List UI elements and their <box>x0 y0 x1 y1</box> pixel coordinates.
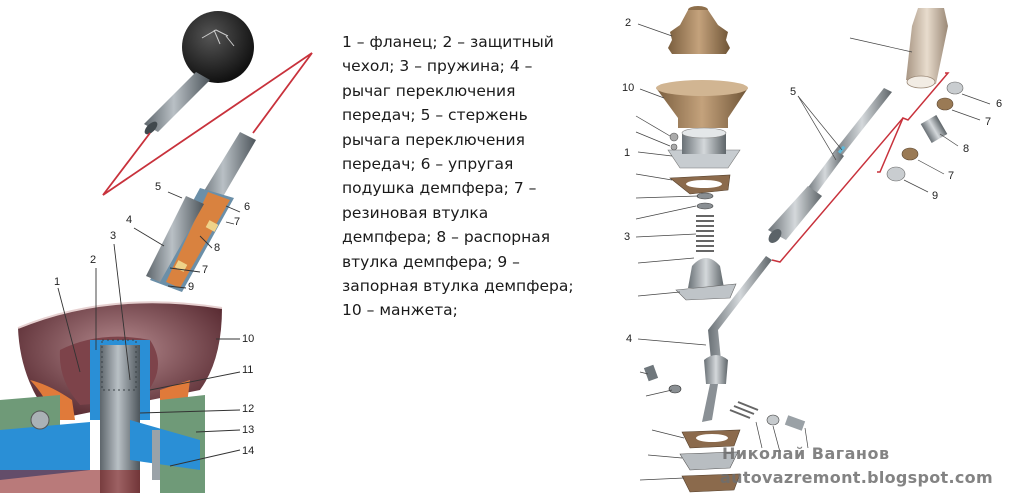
right-label-10: 10 <box>622 82 635 94</box>
shift-knob-icon <box>144 11 254 135</box>
shift-knob-icon <box>906 8 948 89</box>
caption-line: рычаг переключения <box>342 81 516 100</box>
left-label-11: 11 <box>242 364 254 376</box>
gasket-icon <box>669 174 731 195</box>
caption-line: 10 – манжета; <box>342 301 458 320</box>
flange-icon <box>667 127 741 169</box>
left-cutaway-diagram <box>0 11 313 493</box>
caption-line: демпфера; 8 – распорная <box>342 228 551 247</box>
left-label-4: 4 <box>126 214 133 226</box>
shift-lever-icon <box>702 256 772 422</box>
right-label-6: 6 <box>996 98 1003 110</box>
right-label-5: 5 <box>790 86 797 98</box>
left-label-5: 5 <box>155 181 162 193</box>
left-label-8: 8 <box>214 242 221 254</box>
right-label-4: 4 <box>626 333 633 345</box>
left-label-3: 3 <box>110 230 117 242</box>
caption-line: подушка демпфера; 7 – <box>342 179 537 198</box>
left-label-10: 10 <box>242 333 255 345</box>
caption-line: запорная втулка демпфера; <box>342 277 574 296</box>
ball-housing-icon <box>675 258 737 301</box>
caption-line: передач; 5 – стержень <box>342 106 528 125</box>
bracket-lines-icon <box>771 72 950 263</box>
spring-icon <box>696 215 714 252</box>
right-label-2: 2 <box>625 17 632 29</box>
housing-icon <box>0 339 205 493</box>
left-label-7b: 7 <box>202 264 209 276</box>
caption-line: 1 – фланец; 2 – защитный <box>342 33 554 51</box>
damper-parts-icon <box>886 81 964 182</box>
right-label-8: 8 <box>963 143 970 155</box>
caption-line: передач; 6 – упругая <box>342 155 514 174</box>
left-label-14: 14 <box>242 445 255 457</box>
left-label-1: 1 <box>54 276 61 288</box>
watermark-site: autovazremont.blogspot.com <box>720 468 993 487</box>
left-label-2: 2 <box>90 254 97 266</box>
right-label-9: 9 <box>932 190 939 202</box>
caption-line: чехол; 3 – пружина; 4 – <box>342 57 533 76</box>
lever-rod-icon <box>146 132 256 292</box>
lever-shaft-icon <box>768 88 892 243</box>
left-label-9: 9 <box>188 281 195 293</box>
parts-legend-caption: 1 – фланец; 2 – защитный чехол; 3 – пруж… <box>342 30 592 323</box>
right-label-7a: 7 <box>985 116 992 128</box>
right-label-3: 3 <box>624 231 631 243</box>
protective-boot-icon <box>668 6 730 54</box>
left-label-7a: 7 <box>234 216 241 228</box>
right-label-1: 1 <box>624 147 631 159</box>
left-label-6: 6 <box>244 201 251 213</box>
watermark-author: Николай Ваганов <box>722 444 890 463</box>
callout-lines-icon <box>102 52 313 196</box>
left-label-12: 12 <box>242 403 255 415</box>
cuff-cone-icon <box>656 80 748 128</box>
left-label-13: 13 <box>242 424 255 436</box>
caption-line: втулка демпфера; 9 – <box>342 252 520 271</box>
caption-line: рычага переключения <box>342 130 525 149</box>
caption-line: резиновая втулка <box>342 203 489 222</box>
right-label-7b: 7 <box>948 170 955 182</box>
